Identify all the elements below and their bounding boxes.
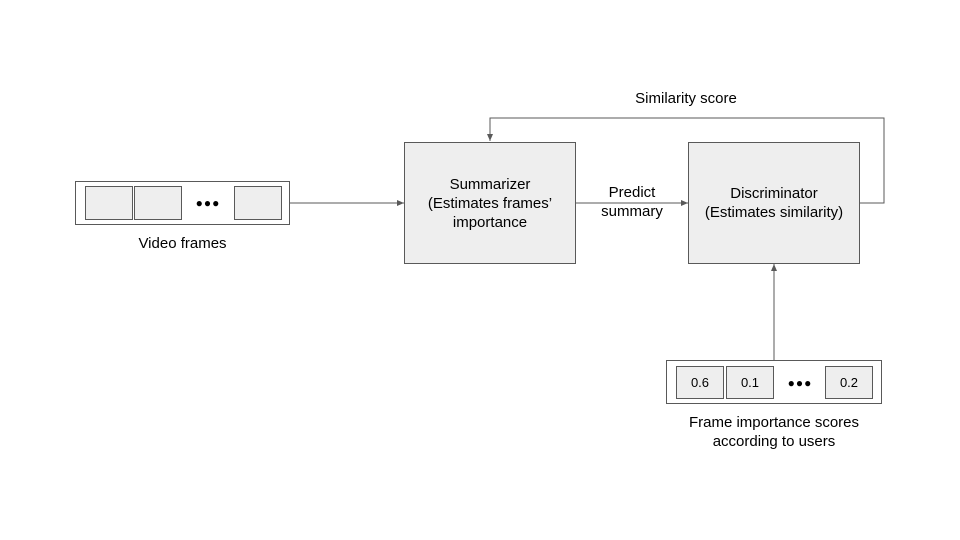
video-frames-strip: ●●● — [75, 181, 290, 225]
video-frames-caption: Video frames — [138, 235, 227, 252]
user-scores-strip: 0.6 0.1 ●●● 0.2 — [666, 360, 882, 404]
user-score-cell-1: 0.6 — [676, 366, 724, 399]
video-frames-ellipsis: ●●● — [195, 196, 221, 210]
summarizer-node: Summarizer (Estimates frames’ importance — [404, 142, 576, 264]
summarizer-label: Summarizer (Estimates frames’ importance — [427, 175, 553, 231]
user-score-cell-2: 0.1 — [726, 366, 774, 399]
discriminator-node: Discriminator (Estimates similarity) — [688, 142, 860, 264]
similarity-score-label: Similarity score — [635, 90, 737, 107]
arrow-similarity-feedback — [487, 117, 885, 204]
discriminator-label: Discriminator (Estimates similarity) — [704, 185, 844, 221]
predict-summary-label: Predict summary — [601, 184, 663, 220]
user-scores-ellipsis: ●●● — [787, 375, 813, 390]
user-score-cell-last: 0.2 — [825, 366, 873, 399]
video-frame-last — [234, 186, 282, 220]
user-scores-caption: Frame importance scores according to use… — [688, 414, 860, 450]
video-frame-1 — [85, 186, 133, 220]
video-frame-2 — [134, 186, 182, 220]
